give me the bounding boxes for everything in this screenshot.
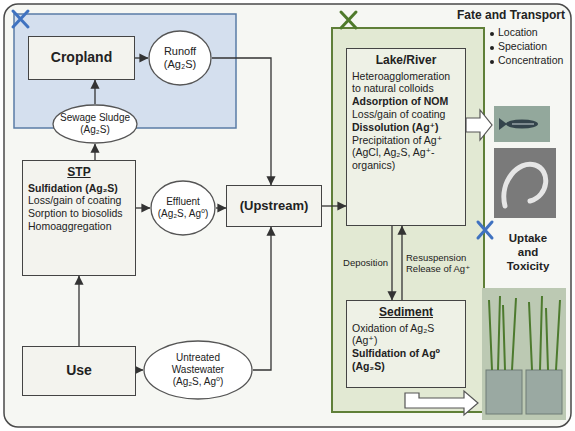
flow-arrow: [78, 276, 79, 346]
flow-ellipse: Effluent (Ag₂S, Ag⁰): [150, 180, 216, 236]
text-holder: Effluent (Ag₂S, Ag⁰): [154, 196, 212, 220]
process-box: STP Sulfidation (Ag₂S)Loss/gain of coatin…: [22, 160, 136, 276]
fish-photo: [494, 106, 550, 142]
flow-arrow: [135, 57, 148, 58]
box-text: Sulfidation (Ag₂S): [28, 182, 130, 195]
water-region: [332, 28, 484, 412]
box-heading: STP: [28, 165, 130, 180]
flow-arrow: [391, 226, 392, 300]
box-text: Untreated Wastewater (Ag₂S, Ag⁰): [158, 352, 238, 389]
edge-label: Deposition: [336, 257, 388, 268]
box-text: Dissolution (Ag⁺): [352, 121, 460, 134]
hollow-arrow: [466, 110, 492, 140]
text-holder: Sewage Sludge (Ag₂S): [57, 112, 133, 136]
nematode-photo: [494, 148, 556, 218]
panel-title: Fate and Transport: [457, 8, 565, 22]
box-text: Cropland: [51, 49, 112, 66]
mesocosm-tank: [486, 370, 522, 414]
photo-ground: [482, 288, 566, 420]
fish-stripe: [512, 124, 534, 125]
mesocosm-tank: [526, 370, 562, 414]
ellipse-shape: [151, 181, 215, 235]
flow-arrow: [136, 369, 143, 370]
flow-arrow: [212, 58, 271, 185]
text-holder: Runoff (Ag₂S): [155, 45, 205, 72]
ellipse-shape: [144, 341, 252, 399]
flow-ellipse: Sewage Sludge (Ag₂S): [52, 104, 138, 144]
nematode: [504, 164, 546, 206]
flow-arrow: [253, 227, 271, 370]
flow-ellipse: Untreated Wastewater (Ag₂S, Ag⁰): [143, 340, 253, 400]
flow-arrow: [94, 80, 95, 104]
box-text: Effluent (Ag₂S, Ag⁰): [154, 196, 212, 220]
bullet-dot: [490, 60, 494, 64]
box-text: Heteroagglomeration to natural colloids: [352, 70, 460, 96]
hollow-arrow: [405, 391, 478, 415]
box-text: Sulfidation of Ag⁰ (Ag₂S): [352, 347, 460, 373]
box-text: Runoff (Ag₂S): [155, 45, 205, 72]
outer-frame: [4, 4, 571, 427]
box-text: Adsorption of NOM: [352, 95, 460, 108]
wetland-photo: [482, 288, 566, 420]
ellipse-shape: [149, 31, 211, 85]
box-text: Loss/gain of coating: [28, 194, 130, 207]
box-text: Use: [66, 362, 92, 379]
box-heading: Lake/River: [352, 53, 460, 68]
process-box: (Upstream): [226, 185, 322, 227]
x-mark: [341, 12, 356, 28]
flow-arrow: [322, 205, 346, 206]
reeds: [489, 296, 560, 370]
bullet-dot: [490, 32, 494, 36]
bullet-dot: [490, 46, 494, 50]
process-box: Cropland: [28, 36, 135, 80]
box-text: Oxidation of Ag₂S (Ag⁺): [352, 322, 460, 348]
process-box: Lake/RiverHeteroagglomeration to natural…: [346, 48, 466, 226]
box-text: Precipitation of Ag⁺ (AgCl, Ag₂S, Ag⁺-or…: [352, 134, 460, 172]
edge-label: Resuspension Release of Ag⁺: [406, 252, 476, 275]
x-mark: [478, 222, 492, 238]
fish-tail: [499, 118, 507, 130]
process-box: Use: [22, 346, 136, 396]
bullet-item: Speciation: [498, 40, 547, 52]
box-text: (Upstream): [240, 198, 309, 214]
x-mark: [13, 11, 28, 27]
ellipse-shape: [53, 105, 137, 143]
flow-arrow: [94, 144, 95, 160]
box-text: Loss/gain of coating: [352, 108, 460, 121]
photo-ground: [494, 148, 556, 218]
section-label: Uptake and Toxicity: [500, 232, 556, 273]
flow-arrow: [216, 207, 226, 208]
bullet-item: Location: [498, 26, 538, 38]
box-text: Sorption to biosolids: [28, 207, 130, 220]
photo-ground: [494, 106, 550, 142]
bullet-item: Concentration: [498, 54, 563, 66]
process-box: SedimentOxidation of Ag₂S (Ag⁺)Sulfidati…: [346, 300, 466, 388]
flow-arrow: [401, 226, 402, 300]
box-text: Sewage Sludge (Ag₂S): [57, 112, 133, 136]
box-heading: Sediment: [352, 305, 460, 320]
flow-ellipse: Runoff (Ag₂S): [148, 30, 212, 86]
flow-arrow: [136, 207, 150, 208]
box-text: Homoaggregation: [28, 220, 130, 233]
fish-body: [506, 120, 538, 129]
text-holder: Untreated Wastewater (Ag₂S, Ag⁰): [158, 352, 238, 389]
